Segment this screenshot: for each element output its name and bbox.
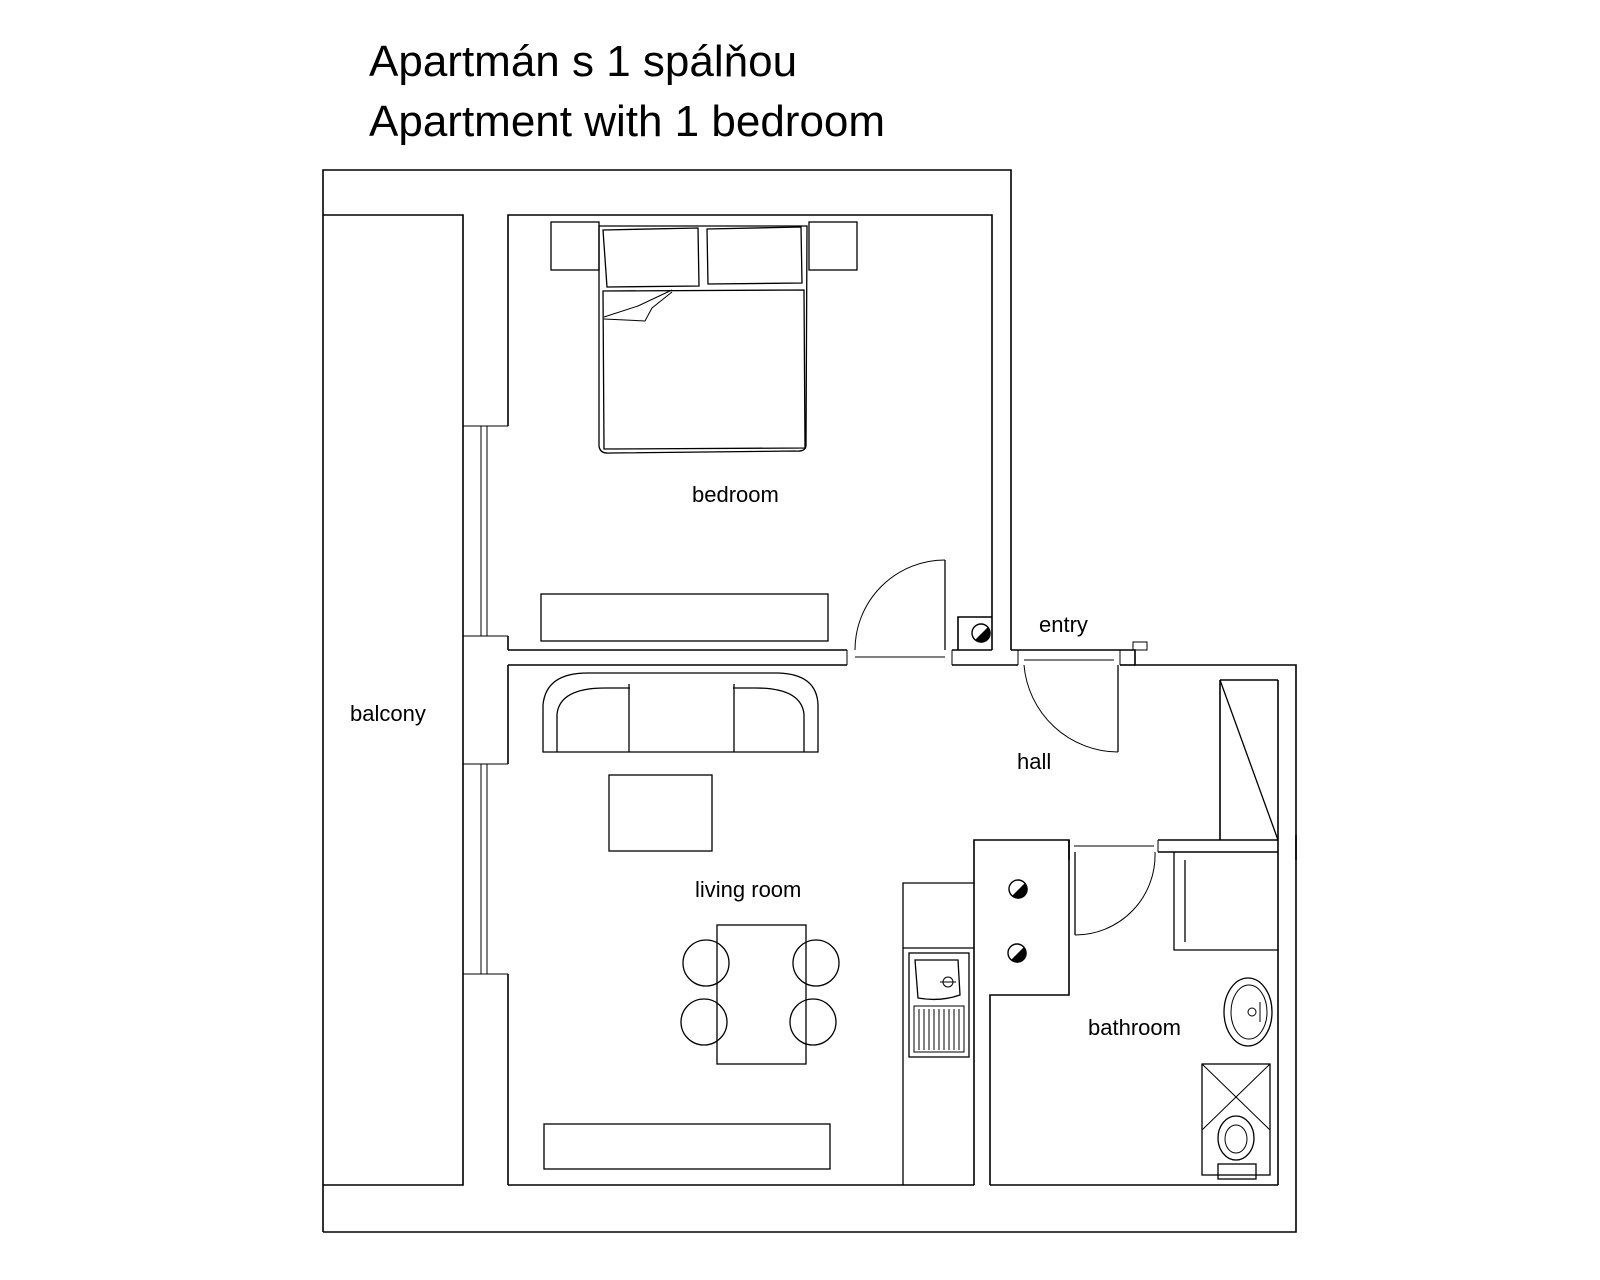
room-label-bathroom: bathroom [1088, 1015, 1181, 1040]
entry-door [1017, 641, 1148, 753]
hall-wardrobe [1219, 679, 1279, 841]
coffee-table [608, 774, 713, 852]
plan-title-slovak: Apartmán s 1 spálňou [369, 37, 798, 86]
meter-icon [1008, 879, 1028, 899]
plan-title-english: Apartment with 1 bedroom [369, 97, 886, 146]
kitchenette [902, 882, 974, 1185]
washbasin [1223, 977, 1273, 1047]
double-bed [550, 221, 858, 454]
balcony-windows [463, 425, 508, 975]
meter-icon [1007, 943, 1027, 963]
toilet [1201, 1063, 1271, 1180]
sink-drainboard [913, 1005, 965, 1053]
room-label-living-room: living room [695, 877, 801, 902]
interior-partitions [973, 679, 1297, 1185]
bedroom-door [846, 559, 953, 665]
room-label-bedroom: bedroom [692, 482, 779, 507]
bathroom-door [1068, 840, 1159, 936]
tv-unit [543, 1123, 831, 1170]
living-room-walls [507, 664, 1278, 1186]
meter-symbols [971, 623, 1028, 963]
room-label-hall: hall [1017, 749, 1051, 774]
bedroom-wardrobe [540, 593, 829, 642]
room-label-balcony: balcony [350, 701, 426, 726]
meter-icon [971, 623, 991, 643]
sofa [542, 672, 819, 753]
exterior-walls [322, 169, 1297, 1233]
bedroom-walls [507, 214, 993, 651]
room-label-entry: entry [1039, 612, 1088, 637]
dining-set [680, 924, 840, 1065]
shower-tray [1173, 852, 1278, 951]
